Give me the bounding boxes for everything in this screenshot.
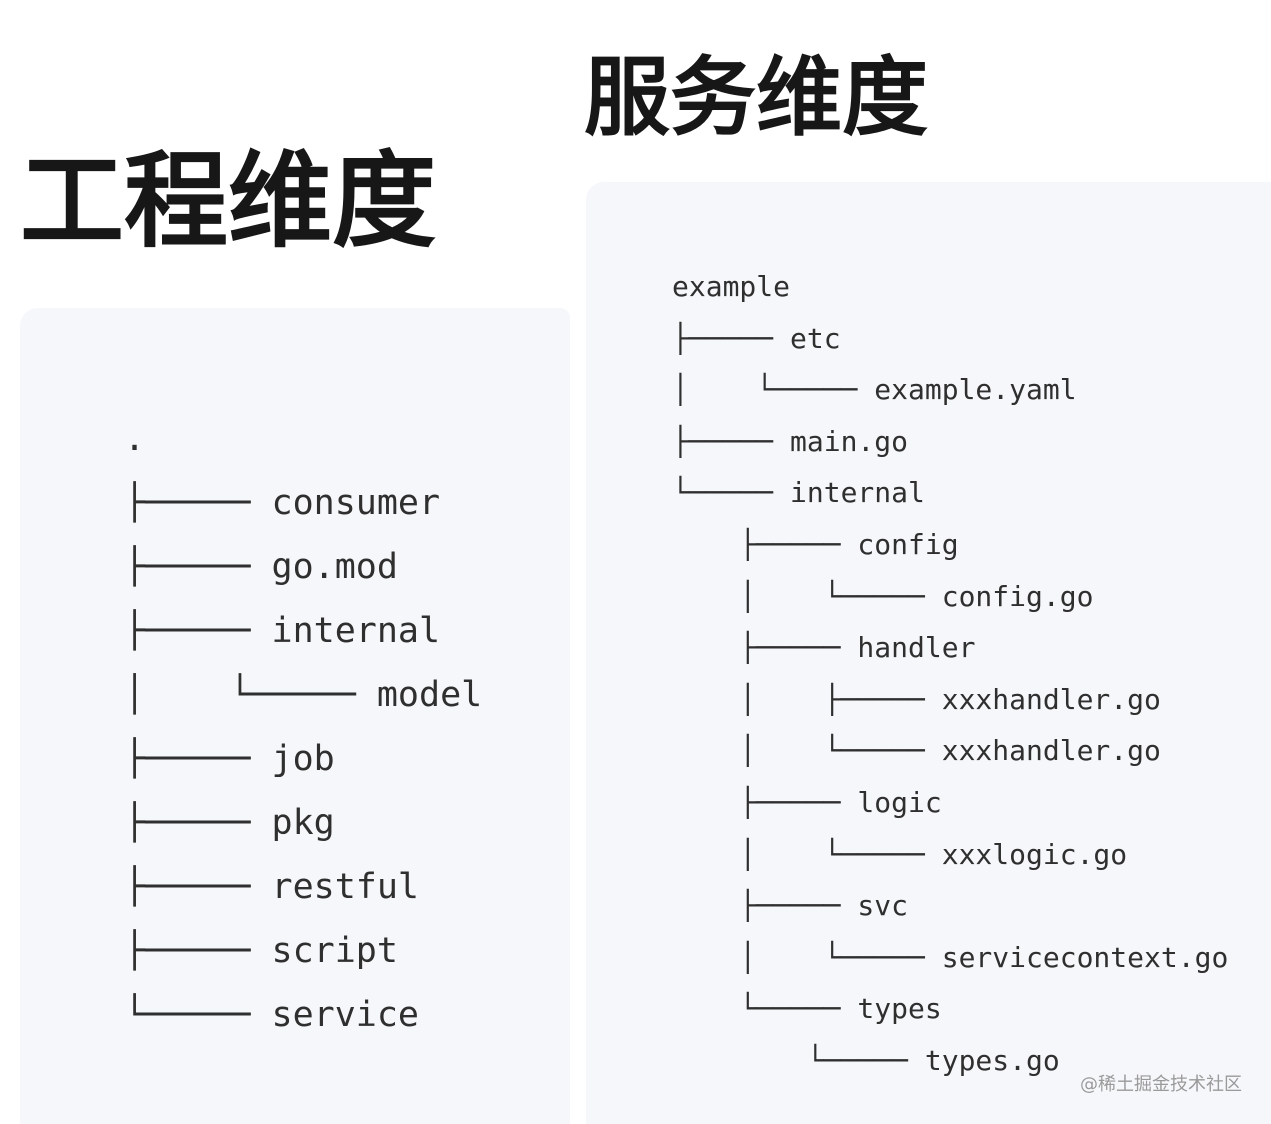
project-tree: . ├───── consumer ├───── go.mod ├───── inte… [124, 407, 482, 1047]
tree-entry-name: servicecontext.go [941, 940, 1229, 974]
tree-connector: ├───── [672, 631, 841, 665]
tree-connector: ├───── [124, 611, 251, 651]
project-tree-row: . [124, 407, 482, 471]
service-tree-row: ├───── main.go [672, 416, 1228, 468]
tree-connector: │ ├───── [672, 682, 925, 716]
tree-entry-name: job [271, 739, 335, 779]
tree-connector: ├───── [672, 424, 774, 458]
tree-connector: ├───── [124, 867, 251, 907]
service-tree-row: ├───── etc [672, 313, 1228, 365]
tree-root-name: example [672, 270, 791, 303]
project-tree-row: └───── service [124, 983, 482, 1047]
watermark-text: @稀土掘金技术社区 [1080, 1074, 1242, 1095]
tree-connector: ├───── [124, 931, 251, 971]
project-tree-row: ├───── script [124, 919, 482, 983]
tree-connector: └───── [672, 476, 774, 510]
project-tree-row: ├───── consumer [124, 471, 482, 535]
tree-connector: ├───── [124, 739, 251, 779]
project-tree-row: ├───── internal [124, 599, 482, 663]
service-dimension-heading: 服务维度 [584, 48, 928, 148]
tree-connector: │ └───── [672, 373, 858, 407]
tree-entry-name: svc [857, 889, 908, 923]
tree-connector: ├───── [672, 527, 841, 561]
tree-connector: │ └───── [672, 837, 925, 871]
tree-entry-name: main.go [790, 424, 909, 458]
tree-entry-name: restful [271, 867, 420, 907]
service-tree-row: │ ├───── xxxhandler.go [672, 674, 1228, 726]
tree-connector: ├───── [124, 483, 251, 523]
tree-root-name: . [124, 419, 146, 459]
tree-entry-name: internal [790, 476, 925, 510]
tree-connector: ├───── [124, 803, 251, 843]
tree-entry-name: xxxhandler.go [941, 682, 1161, 716]
project-tree-panel [20, 308, 570, 1124]
tree-connector: ├───── [672, 889, 841, 923]
tree-entry-name: internal [271, 611, 441, 651]
tree-connector: │ └───── [672, 940, 925, 974]
service-tree-row: │ └───── example.yaml [672, 364, 1228, 416]
tree-entry-name: etc [790, 321, 841, 355]
service-tree-row: └───── types.go [672, 1035, 1228, 1087]
service-tree-row: └───── types [672, 983, 1228, 1035]
tree-entry-name: xxxhandler.go [941, 734, 1161, 768]
tree-connector: ├───── [124, 547, 251, 587]
service-tree-row: ├───── logic [672, 777, 1228, 829]
service-tree-panel [586, 182, 1271, 1124]
tree-entry-name: logic [857, 785, 942, 819]
service-tree-row: example [672, 261, 1228, 313]
tree-connector: └───── [672, 1043, 909, 1077]
tree-connector: │ └───── [672, 579, 925, 613]
tree-entry-name: handler [857, 631, 976, 665]
tree-entry-name: service [271, 995, 420, 1035]
tree-entry-name: script [271, 931, 398, 971]
service-tree-row: │ └───── config.go [672, 571, 1228, 623]
tree-entry-name: xxxlogic.go [941, 837, 1128, 871]
service-tree: example ├───── etc │ └───── example.yaml ├… [672, 261, 1228, 1087]
service-tree-row: │ └───── servicecontext.go [672, 932, 1228, 984]
tree-entry-name: pkg [271, 803, 335, 843]
service-tree-row: ├───── config [672, 519, 1228, 571]
tree-connector: └───── [124, 995, 251, 1035]
tree-entry-name: config [857, 527, 959, 561]
tree-connector: ├───── [672, 321, 774, 355]
tree-connector: │ └───── [672, 734, 925, 768]
project-tree-row: │ └───── model [124, 663, 482, 727]
service-tree-row: ├───── handler [672, 622, 1228, 674]
tree-connector: └───── [672, 992, 841, 1026]
project-tree-row: ├───── job [124, 727, 482, 791]
tree-connector: │ └───── [124, 675, 356, 715]
tree-entry-name: model [376, 675, 483, 715]
service-tree-row: ├───── svc [672, 880, 1228, 932]
tree-entry-name: consumer [271, 483, 441, 523]
tree-entry-name: types [857, 992, 942, 1026]
tree-entry-name: example.yaml [874, 373, 1077, 407]
service-tree-row: │ └───── xxxhandler.go [672, 725, 1228, 777]
project-dimension-heading: 工程维度 [20, 140, 437, 262]
tree-entry-name: types.go [924, 1043, 1060, 1077]
project-tree-row: ├───── restful [124, 855, 482, 919]
tree-entry-name: config.go [941, 579, 1094, 613]
project-tree-row: ├───── pkg [124, 791, 482, 855]
project-tree-row: ├───── go.mod [124, 535, 482, 599]
service-tree-row: │ └───── xxxlogic.go [672, 829, 1228, 881]
service-tree-row: └───── internal [672, 467, 1228, 519]
tree-connector: ├───── [672, 785, 841, 819]
tree-entry-name: go.mod [271, 547, 398, 587]
